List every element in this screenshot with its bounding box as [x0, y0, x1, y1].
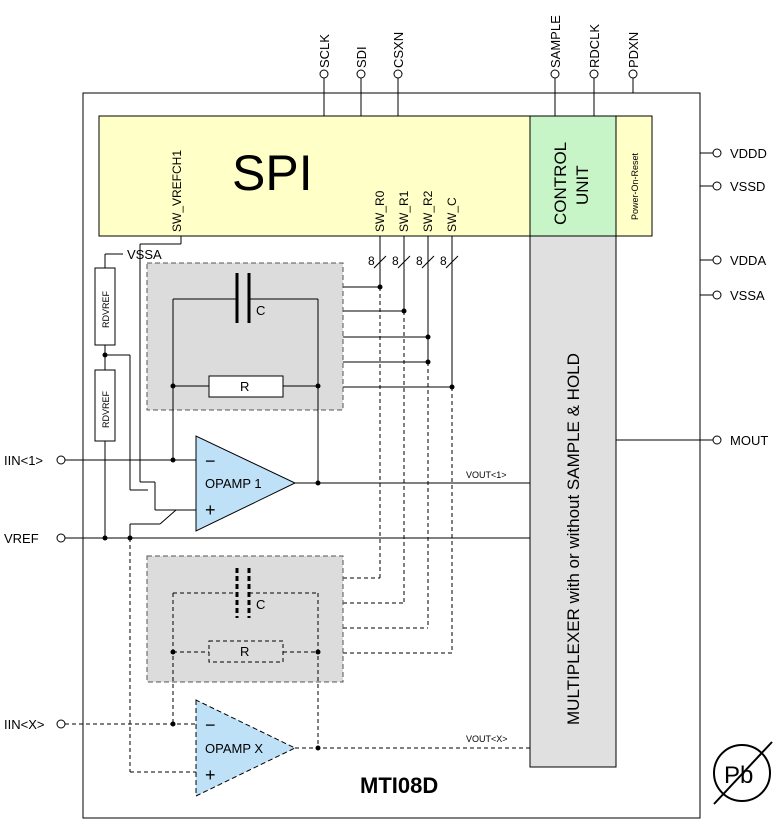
pb-free-mark: Pb [713, 741, 773, 805]
capacitor-1-label: C [256, 303, 265, 318]
pin-label-mout: MOUT [730, 433, 768, 448]
divider-resistor-upper-label: RDVREF [101, 290, 111, 328]
pin-vssa [712, 290, 722, 300]
opamp-x-plus: + [205, 765, 216, 785]
spi-signal-sw-r2: SW_R2 [421, 190, 435, 232]
right-pin-group [616, 148, 722, 445]
pin-label-iin1: IIN<1> [4, 453, 43, 468]
spi-signal-sw-r1: SW_R1 [397, 190, 411, 232]
spi-block [98, 115, 531, 237]
pin-vddd [712, 148, 722, 158]
channel-1-wires [65, 236, 530, 539]
control-unit-line2: UNIT [573, 165, 592, 205]
control-unit-line1: CONTROL [551, 142, 570, 225]
feedback-junctions-1 [170, 383, 321, 486]
pin-label-vdda: VDDA [730, 253, 766, 268]
capacitor-x-label: C [256, 597, 265, 612]
divider-resistor-lower-label: RDVREF [101, 390, 111, 428]
pin-label-vssd: VSSD [730, 179, 765, 194]
pin-label-csxn: CSXN [391, 32, 406, 68]
spi-signal-sw-c: SW_C [445, 197, 459, 232]
bus-width-c: 8 [440, 254, 447, 268]
opamp-1 [195, 435, 297, 532]
resistor-x [208, 640, 284, 663]
feedback-wires-x [172, 592, 319, 748]
pin-csxn [393, 69, 403, 79]
pin-iinx [56, 719, 66, 729]
chip-name: MTI08D [360, 773, 438, 798]
pin-rdclk [589, 69, 599, 79]
pin-vref [56, 533, 66, 543]
power-on-reset-block [615, 115, 653, 237]
left-pin-group [56, 455, 66, 729]
resistor-1-label: R [240, 379, 249, 394]
spi-signal-sw-vrefch1: SW_VREFCH1 [170, 150, 184, 232]
reference-divider [104, 253, 148, 538]
resistor-1 [208, 375, 284, 398]
opamp-1-label: OPAMP 1 [205, 476, 262, 491]
chip-outline [82, 92, 701, 819]
switch-bus-lines [343, 236, 459, 388]
vout-x-label: VOUT<X> [466, 734, 508, 744]
channel-x-wires [65, 538, 530, 773]
control-unit-block [529, 115, 617, 237]
feedback-wires-1 [172, 298, 319, 483]
switch-bus-lines-channel-x [343, 287, 453, 654]
pin-sclk [319, 69, 329, 79]
reference-junctions [102, 352, 133, 541]
pin-mout [712, 435, 722, 445]
opamp-1-plus: + [205, 500, 216, 520]
multiplexer-block [529, 235, 617, 768]
capacitor-x [235, 568, 251, 618]
multiplexer-label: MULTIPLEXER with or without SAMPLE & HOL… [564, 353, 583, 725]
divider-resistor-upper [94, 267, 116, 346]
pin-label-pdxn: PDXN [626, 32, 641, 68]
opamp-x-label: OPAMP X [205, 741, 263, 756]
bus-width-r2: 8 [416, 254, 423, 268]
pin-label-sdi: SDI [354, 46, 369, 68]
resistor-x-label: R [240, 644, 249, 659]
opamp-1-minus: − [205, 451, 216, 471]
pb-free-label: Pb [724, 762, 753, 789]
divider-supply-label: VSSA [127, 247, 162, 262]
pin-pdxn [628, 69, 638, 79]
bus-width-r0: 8 [368, 254, 375, 268]
pin-sample [550, 69, 560, 79]
pin-sdi [356, 69, 366, 79]
opamp-x [195, 699, 297, 797]
top-pin-group [319, 69, 638, 116]
bus-width-r1: 8 [392, 254, 399, 268]
vout-1-label: VOUT<1> [466, 470, 507, 480]
pin-label-sclk: SCLK [317, 34, 332, 68]
opamp-x-minus: − [205, 715, 216, 735]
pin-iin1 [56, 455, 66, 465]
divider-resistor-lower [94, 369, 116, 442]
pin-label-sample: SAMPLE [548, 15, 563, 68]
spi-title: SPI [232, 145, 313, 201]
feedback-network-x [146, 555, 344, 683]
pin-label-iinx: IIN<X> [4, 717, 44, 732]
capacitor-1 [235, 273, 251, 323]
pin-label-vddd: VDDD [730, 146, 767, 161]
pin-label-vssa: VSSA [730, 288, 765, 303]
pin-vdda [712, 255, 722, 265]
pin-label-vref: VREF [4, 531, 39, 546]
pin-vssd [712, 181, 722, 191]
spi-signal-sw-r0: SW_R0 [373, 190, 387, 232]
power-on-reset-label: Power-On-Reset [630, 152, 640, 220]
pin-label-rdclk: RDCLK [587, 24, 602, 68]
